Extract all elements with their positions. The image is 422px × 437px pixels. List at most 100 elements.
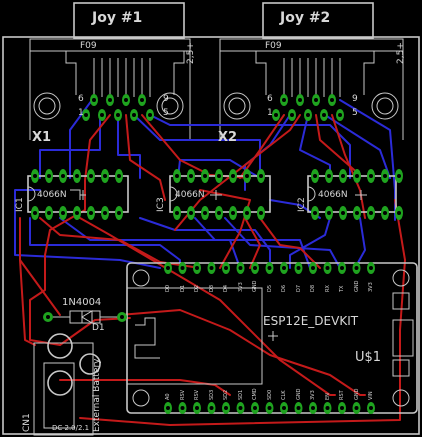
esp-top-pin-label: 3V3 <box>237 282 244 292</box>
drill-hole <box>259 174 263 178</box>
esp-top-pin-label: GND <box>252 280 258 292</box>
bottom-copper-traces <box>14 99 396 269</box>
x1-pin-9: 9 <box>163 94 169 104</box>
esp-top-pin-label: D2 <box>194 284 200 292</box>
dc-jack-ref: CN1 <box>22 413 32 432</box>
drill-hole <box>209 266 214 270</box>
connector-x2-tab <box>262 2 374 39</box>
esp-top-pin-label: D5 <box>266 284 273 292</box>
connector-x2-tab-label: Joy #2 <box>280 10 331 26</box>
drill-hole <box>330 98 334 102</box>
esp-top-pin-label: D8 <box>310 284 316 292</box>
esp-bottom-pin-label: EN <box>324 393 331 400</box>
drill-hole <box>33 211 37 215</box>
diode-part: 1N4004 <box>62 297 102 308</box>
drill-hole <box>148 113 152 117</box>
drill-hole <box>238 266 243 270</box>
x1-pin-1: 1 <box>78 108 84 118</box>
ic3-ref: IC3 <box>156 197 166 212</box>
button-outline <box>392 359 410 377</box>
drill-hole <box>84 113 88 117</box>
drill-hole <box>341 211 345 215</box>
top-copper-traces <box>19 114 406 426</box>
esp-top-pin-label: D3 <box>208 284 215 292</box>
esp-bottom-pin-label: CLK <box>281 390 287 400</box>
drill-hole <box>231 174 235 178</box>
drill-hole <box>325 266 330 270</box>
drill-hole <box>195 406 199 410</box>
drill-hole <box>397 174 401 178</box>
drill-hole <box>33 174 37 178</box>
drill-hole <box>259 211 263 215</box>
drill-hole <box>397 211 401 215</box>
drill-hole <box>217 174 221 178</box>
x2-pin-1: 1 <box>267 108 273 118</box>
drill-hole <box>311 406 315 410</box>
drill-hole <box>298 98 302 102</box>
mount-hole-icon <box>392 389 410 407</box>
x2-pin-5: 5 <box>352 108 358 118</box>
drill-hole <box>180 266 185 270</box>
esp-top-pin-label: TX <box>339 285 345 292</box>
drill-hole <box>274 113 278 117</box>
drill-hole <box>180 406 185 410</box>
connector-x2-shell <box>219 38 404 52</box>
connector-x1-shell <box>29 38 191 52</box>
drill-hole <box>325 406 330 410</box>
drill-hole <box>124 98 128 102</box>
drill-hole <box>189 174 193 178</box>
drill-hole <box>117 211 121 215</box>
ic2-ref: IC2 <box>297 197 307 212</box>
drill-hole <box>175 211 179 215</box>
x2-pin-9: 9 <box>352 94 358 104</box>
drill-hole <box>313 174 317 178</box>
esp-top-pin-label: D4 <box>223 284 229 292</box>
drill-hole <box>355 174 359 178</box>
drill-hole <box>340 406 344 410</box>
mount-hole-icon <box>371 92 399 120</box>
dc-jack-label: External Battery <box>92 358 102 432</box>
jack-pad-outline <box>47 333 73 359</box>
drill-hole <box>203 174 207 178</box>
drill-hole <box>46 315 50 319</box>
esp-bottom-pin-label: CMD <box>252 388 258 400</box>
ic1-part: 4066N <box>37 190 67 200</box>
drill-hole <box>120 315 124 319</box>
drill-hole <box>132 113 136 117</box>
x2-rating: 2,5+ <box>396 42 406 64</box>
antenna-icon <box>134 317 160 359</box>
esp-top-pin-label: D1 <box>179 284 186 292</box>
drill-hole <box>314 98 318 102</box>
drill-hole <box>224 266 228 270</box>
drill-hole <box>369 406 373 410</box>
connector-x1-pins <box>93 58 151 97</box>
diode-ref: D1 <box>92 323 105 333</box>
drill-hole <box>47 211 51 215</box>
jack-pad-outline <box>47 370 73 396</box>
esp-module-ref: U$1 <box>355 350 382 365</box>
drill-hole <box>89 211 93 215</box>
x1-pin-6: 6 <box>78 94 84 104</box>
drill-hole <box>116 113 120 117</box>
drill-hole <box>355 211 359 215</box>
drill-hole <box>369 174 373 178</box>
esp-bottom-pin-label: SD0 <box>266 389 273 400</box>
esp-top-pin-label: RX <box>324 285 331 292</box>
drill-hole <box>209 406 214 410</box>
ic2-body <box>307 175 397 213</box>
drill-hole <box>354 406 359 410</box>
connector-x1-part: F09 <box>80 41 97 51</box>
drill-hole <box>166 406 170 410</box>
drill-hole <box>282 98 286 102</box>
esp12e-module <box>126 262 418 414</box>
drill-hole <box>175 174 179 178</box>
esp-bottom-pin-label: SD1 <box>237 389 244 400</box>
drill-hole <box>369 266 373 270</box>
mount-hole-icon <box>156 92 184 120</box>
pads-layer <box>31 94 403 414</box>
connector-x2-pins <box>283 58 341 97</box>
drill-hole <box>296 266 301 270</box>
connector-x1-tab <box>73 2 185 39</box>
mount-hole-icon <box>132 269 150 287</box>
drill-hole <box>313 211 317 215</box>
